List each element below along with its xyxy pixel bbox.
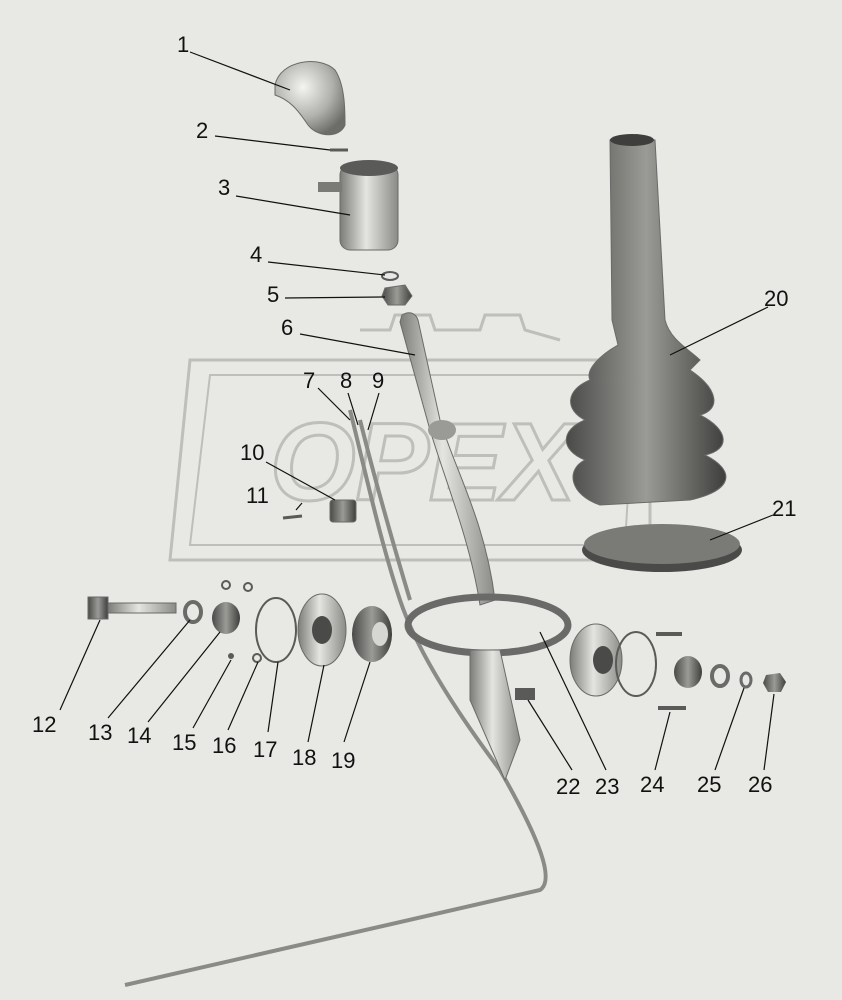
part-base-plate bbox=[582, 524, 742, 572]
callout-25: 25 bbox=[697, 772, 721, 797]
part-small-washer-c bbox=[228, 653, 234, 659]
callout-10: 10 bbox=[240, 440, 264, 465]
part-sleeve bbox=[318, 160, 399, 251]
callout-3: 3 bbox=[218, 175, 230, 200]
part-rods bbox=[124, 409, 548, 987]
callout-1: 1 bbox=[177, 32, 189, 57]
part-lever-bracket bbox=[404, 593, 572, 782]
part-right-flange bbox=[569, 623, 623, 697]
watermark-text: OPEX bbox=[270, 401, 581, 524]
part-screw bbox=[282, 514, 303, 520]
callout-16: 16 bbox=[212, 733, 236, 758]
callout-23: 23 bbox=[595, 774, 619, 799]
part-clamp bbox=[329, 499, 357, 523]
part-bolt bbox=[87, 596, 177, 620]
watermark-gear-teeth bbox=[360, 313, 561, 342]
part-right-bushing bbox=[674, 656, 702, 688]
callout-11: 11 bbox=[246, 483, 269, 508]
callout-20: 20 bbox=[764, 286, 788, 311]
part-block bbox=[515, 688, 535, 700]
callout-14: 14 bbox=[127, 723, 151, 748]
part-bushing bbox=[212, 602, 240, 634]
callout-9: 9 bbox=[372, 368, 384, 393]
watermark: OPEX bbox=[168, 313, 652, 562]
part-knob bbox=[274, 61, 346, 136]
part-gasket bbox=[255, 597, 297, 663]
part-bearing bbox=[352, 606, 392, 662]
callout-26: 26 bbox=[748, 772, 772, 797]
callout-2: 2 bbox=[196, 118, 208, 143]
part-flange-housing bbox=[297, 593, 347, 667]
callout-19: 19 bbox=[331, 748, 355, 773]
part-right-washer bbox=[710, 664, 730, 688]
callout-21: 21 bbox=[772, 496, 796, 521]
part-ring bbox=[381, 271, 399, 281]
part-washer bbox=[183, 600, 203, 624]
callout-17: 17 bbox=[253, 737, 277, 762]
callout-8: 8 bbox=[340, 368, 352, 393]
callout-4: 4 bbox=[250, 242, 262, 267]
part-small-washer-b bbox=[243, 582, 253, 592]
callout-5: 5 bbox=[267, 282, 279, 307]
callout-6: 6 bbox=[281, 315, 293, 340]
part-nut bbox=[381, 284, 413, 306]
part-right-gasket bbox=[615, 631, 657, 697]
callout-labels: 1 2 3 4 5 6 7 8 9 10 11 12 13 14 15 16 1… bbox=[32, 32, 796, 799]
part-shift-lever bbox=[399, 312, 496, 606]
callout-12: 12 bbox=[32, 712, 56, 737]
callout-24: 24 bbox=[640, 772, 664, 797]
callout-7: 7 bbox=[303, 368, 315, 393]
callout-15: 15 bbox=[172, 730, 196, 755]
part-small-washer-d bbox=[252, 653, 262, 663]
leader-lines bbox=[59, 51, 775, 771]
part-right-nut bbox=[763, 673, 786, 692]
callout-22: 22 bbox=[556, 774, 580, 799]
part-right-small-washer bbox=[739, 671, 753, 689]
callout-18: 18 bbox=[292, 745, 316, 770]
part-small-washer-a bbox=[221, 580, 231, 590]
part-boot bbox=[565, 134, 727, 506]
callout-13: 13 bbox=[88, 720, 112, 745]
